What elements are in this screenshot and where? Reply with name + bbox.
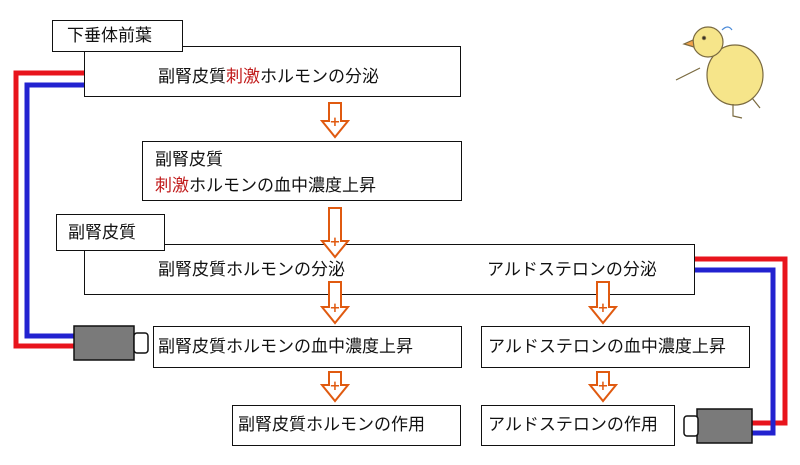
arrow-pituitary-to-blood-plus-sign: +: [330, 115, 341, 130]
left-feedback-line: [13, 70, 84, 349]
arrow-blood-to-adrenal-plus-sign: +: [330, 235, 341, 250]
aldosterone-secretion-text: アルドステロンの分泌: [487, 260, 657, 280]
arrow-aldosterone-action-plus-sign: +: [598, 379, 609, 394]
aldosterone-blood-box: [481, 326, 750, 368]
arrow-cortisol-action-icon: +: [319, 371, 351, 403]
pituitary-secretion-text: 副腎皮質刺激ホルモンの分泌: [158, 66, 379, 88]
acth-blood-line1: 副腎皮質: [155, 150, 223, 170]
chick-illustration-icon: [675, 26, 764, 119]
arrow-cortisol-action-plus-sign: +: [330, 379, 341, 394]
aldosterone-blood-text: アルドステロンの血中濃度上昇: [488, 337, 726, 357]
adrenal-label: 副腎皮質: [68, 223, 136, 243]
arrow-blood-to-adrenal-icon: +: [319, 207, 351, 259]
arrow-pituitary-to-blood-icon: +: [319, 102, 351, 139]
acth-post: ホルモンの血中濃度上昇: [189, 176, 376, 196]
acth-blood-box: [142, 141, 462, 201]
cortisol-action-text: 副腎皮質ホルモンの作用: [238, 415, 425, 435]
cortisol-blood-text: 副腎皮質ホルモンの血中濃度上昇: [158, 337, 413, 357]
pituitary-label-box: [52, 20, 183, 52]
adrenal-label-box: [56, 214, 165, 251]
left-sensor-icon: [73, 325, 149, 361]
cortisol-action-box: [232, 405, 461, 446]
right-sensor-icon: [683, 408, 753, 444]
acth-highlight: 刺激: [155, 176, 189, 196]
pituitary-label: 下垂体前葉: [67, 26, 152, 46]
pituitary-box: [84, 46, 461, 97]
acth-blood-line2: 刺激ホルモンの血中濃度上昇: [155, 175, 376, 197]
aldosterone-action-box: [481, 405, 675, 446]
adrenal-box: [84, 244, 695, 295]
arrow-aldosterone-secretion-icon: +: [587, 281, 619, 325]
arrow-cortisol-secretion-icon: +: [319, 281, 351, 325]
right-feedback-line: [686, 256, 788, 436]
aldosterone-action-text: アルドステロンの作用: [488, 415, 658, 435]
arrow-aldosterone-secretion-plus-sign: +: [598, 301, 609, 316]
secretion-highlight: 刺激: [226, 67, 260, 87]
arrow-cortisol-secretion-plus-sign: +: [330, 301, 341, 316]
cortisol-secretion-text: 副腎皮質ホルモンの分泌: [158, 260, 345, 280]
arrow-aldosterone-action-icon: +: [587, 371, 619, 403]
secretion-pre: 副腎皮質: [158, 67, 226, 87]
cortisol-blood-box: [153, 326, 462, 368]
secretion-post: ホルモンの分泌: [260, 67, 379, 87]
